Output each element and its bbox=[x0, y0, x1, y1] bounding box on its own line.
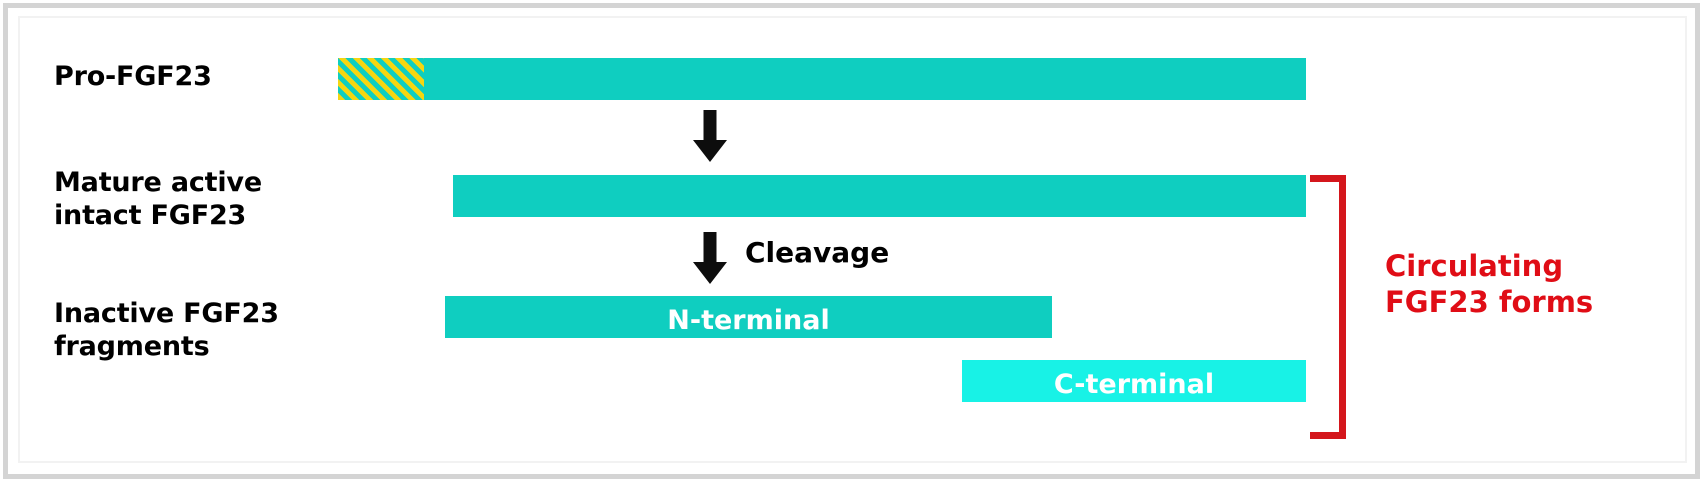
bar-signal-peptide-hatched bbox=[338, 58, 424, 100]
bracket-top-arm bbox=[1310, 175, 1346, 182]
row-label-mature-intact-fgf23: Mature active intact FGF23 bbox=[54, 167, 262, 231]
bracket-bottom-arm bbox=[1310, 432, 1346, 439]
bar-label-n-terminal: N-terminal bbox=[667, 305, 830, 336]
processing-arrow-icon bbox=[690, 110, 730, 162]
cleavage-label: Cleavage bbox=[745, 236, 890, 269]
bar-mature-intact-fgf23 bbox=[453, 175, 1306, 217]
bar-c-terminal bbox=[962, 360, 1306, 402]
bar-pro-fgf23-body bbox=[424, 58, 1306, 100]
bar-label-c-terminal: C-terminal bbox=[1053, 369, 1215, 400]
cleavage-arrow-icon bbox=[690, 232, 730, 284]
row-label-pro-fgf23: Pro-FGF23 bbox=[54, 61, 212, 92]
circulating-forms-label: Circulating FGF23 forms bbox=[1385, 249, 1594, 319]
bracket-vertical-stem bbox=[1339, 175, 1346, 439]
row-label-inactive-fgf23-fragments: Inactive FGF23 fragments bbox=[54, 298, 279, 362]
circulating-forms-bracket bbox=[1310, 175, 1346, 439]
bar-n-terminal bbox=[445, 296, 1052, 338]
